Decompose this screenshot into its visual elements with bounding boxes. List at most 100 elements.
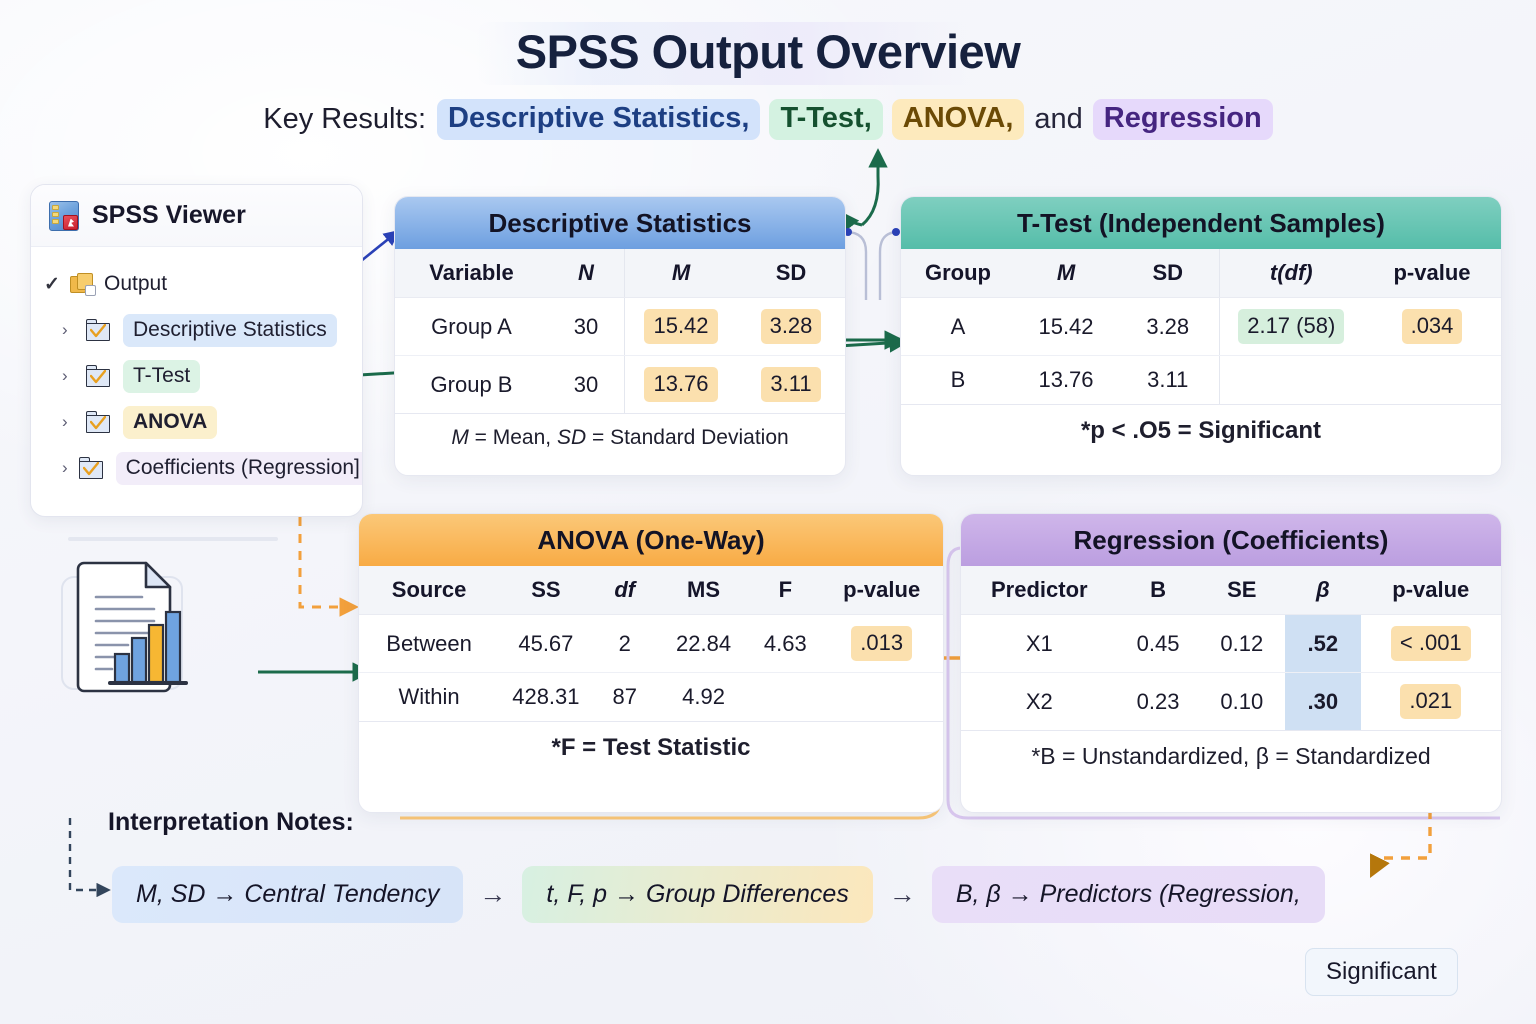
flow-step-1: M, SD → Central Tendency bbox=[112, 866, 464, 923]
anova-card: ANOVA (One-Way) Source SS df MS F p-valu… bbox=[358, 513, 944, 813]
header-block: SPSS Output Overview Key Results: Descri… bbox=[0, 22, 1536, 140]
regression-table: Predictor B SE β p-value X1 0.45 0.12 .5… bbox=[961, 566, 1501, 731]
wire-up-to-ttest-pill bbox=[860, 148, 888, 227]
wire-interpretation-entry bbox=[68, 818, 111, 898]
cell-ms: 4.92 bbox=[656, 672, 751, 722]
flow-arrow-icon: → bbox=[888, 879, 916, 909]
cell-n: 30 bbox=[548, 355, 625, 414]
cell-variable: Group B bbox=[395, 355, 548, 414]
chevron-right-icon: › bbox=[62, 320, 68, 339]
tree-node-output[interactable]: ✓ Output bbox=[31, 261, 362, 307]
table-row: X1 0.45 0.12 .52 < .001 bbox=[961, 614, 1501, 673]
table-header-row: Variable N M SD bbox=[395, 249, 845, 298]
table-row: Between 45.67 2 22.84 4.63 .013 bbox=[359, 614, 943, 673]
cell-p bbox=[1363, 355, 1501, 405]
cell-df: 87 bbox=[592, 672, 657, 722]
sidebar-divider bbox=[68, 537, 278, 541]
chevron-down-icon: ✓ bbox=[44, 273, 60, 295]
sidebar-item-label: Coefficients (Regression] bbox=[115, 451, 362, 485]
checkbox-folder-icon bbox=[86, 318, 112, 342]
cell-sd: 3.28 bbox=[737, 297, 845, 356]
descriptive-statistics-card: Descriptive Statistics Variable N M SD G… bbox=[394, 196, 846, 476]
col-predictor: Predictor bbox=[961, 566, 1118, 615]
output-folder-icon bbox=[70, 273, 96, 296]
cell-sd-value: 3.11 bbox=[761, 367, 821, 402]
chevron-right-icon: › bbox=[62, 366, 68, 385]
cell-m: 15.42 bbox=[1015, 297, 1117, 356]
cell-p: .034 bbox=[1363, 297, 1501, 356]
sidebar-item-label: Descriptive Statistics bbox=[123, 313, 337, 347]
sidebar-item-coefficients-regression[interactable]: › Coefficients (Regression] bbox=[31, 445, 362, 491]
interpretation-notes-title: Interpretation Notes: bbox=[108, 808, 354, 836]
cell-m: 15.42 bbox=[624, 297, 737, 356]
significant-badge: Significant bbox=[1305, 948, 1458, 996]
cell-sd: 3.11 bbox=[1117, 355, 1219, 405]
ttest-card: T-Test (Independent Samples) Group M SD … bbox=[900, 196, 1502, 476]
sidebar-item-label: T-Test bbox=[123, 359, 201, 393]
pill-descriptive: Descriptive Statistics, bbox=[437, 99, 761, 140]
interpretation-flow: M, SD → Central Tendency → t, F, p → Gro… bbox=[112, 866, 1325, 923]
flow-step-2: t, F, p → Group Differences bbox=[522, 866, 873, 923]
regression-footnote: *B = Unstandardized, β = Standardized bbox=[1031, 743, 1431, 769]
descriptive-footnote: M = Mean, SD = Standard Deviation bbox=[395, 414, 845, 450]
cell-se: 0.12 bbox=[1198, 614, 1285, 673]
subtitle-conjunction: and bbox=[1034, 103, 1083, 135]
cell-group: A bbox=[901, 297, 1015, 356]
table-row: X2 0.23 0.10 .30 .021 bbox=[961, 672, 1501, 731]
spss-app-icon bbox=[49, 200, 79, 231]
cell-p: .021 bbox=[1360, 672, 1501, 731]
cell-p: .013 bbox=[820, 614, 943, 673]
sidebar-item-t-test[interactable]: › T-Test bbox=[31, 353, 362, 399]
cell-variable: Group A bbox=[395, 297, 548, 356]
chevron-right-icon: › bbox=[62, 458, 68, 477]
cell-ss: 45.67 bbox=[499, 614, 593, 673]
sidebar-item-anova[interactable]: › ANOVA bbox=[31, 399, 362, 445]
spss-viewer-header: SPSS Viewer bbox=[31, 185, 362, 247]
cell-t-df: 2.17 (58) bbox=[1218, 297, 1363, 356]
subtitle: Key Results: Descriptive Statistics, T-T… bbox=[0, 99, 1536, 140]
cell-predictor: X1 bbox=[961, 614, 1118, 673]
descriptive-card-title: Descriptive Statistics bbox=[395, 197, 845, 249]
cell-predictor: X2 bbox=[961, 672, 1118, 731]
cell-beta: .52 bbox=[1284, 614, 1361, 673]
cell-sd: 3.28 bbox=[1117, 297, 1219, 356]
cell-p-value: < .001 bbox=[1390, 626, 1471, 661]
col-beta: β bbox=[1284, 566, 1361, 615]
col-ms: MS bbox=[656, 566, 751, 615]
col-ss: SS bbox=[499, 566, 593, 615]
col-df: df bbox=[592, 566, 657, 615]
cell-t-value: 2.17 (58) bbox=[1238, 309, 1345, 344]
cell-t-df bbox=[1218, 355, 1363, 405]
sidebar-item-label: ANOVA bbox=[123, 405, 218, 439]
col-source: Source bbox=[359, 566, 500, 615]
table-header-row: Predictor B SE β p-value bbox=[961, 566, 1501, 615]
col-n: N bbox=[548, 249, 625, 298]
table-row: B 13.76 3.11 bbox=[901, 355, 1501, 405]
col-t-df: t(df) bbox=[1218, 249, 1363, 298]
col-m: M bbox=[1015, 249, 1117, 298]
checkbox-folder-icon bbox=[86, 410, 112, 434]
anova-table: Source SS df MS F p-value Between 45.67 … bbox=[359, 566, 943, 722]
table-header-row: Source SS df MS F p-value bbox=[359, 566, 943, 615]
footnote-sd-text: = Standard Deviation bbox=[586, 426, 789, 449]
cell-df: 2 bbox=[592, 614, 657, 673]
cell-se: 0.10 bbox=[1198, 672, 1285, 731]
cell-p-value: .034 bbox=[1401, 309, 1463, 344]
cell-sd-value: 3.28 bbox=[760, 309, 822, 344]
anova-card-title: ANOVA (One-Way) bbox=[359, 514, 943, 566]
cell-beta: .30 bbox=[1284, 672, 1361, 731]
table-header-row: Group M SD t(df) p-value bbox=[901, 249, 1501, 298]
output-tree: ✓ Output › Descriptive Statistics › T-Te… bbox=[31, 247, 362, 491]
col-f: F bbox=[750, 566, 821, 615]
tree-node-output-label: Output bbox=[104, 272, 168, 295]
ttest-table: Group M SD t(df) p-value A 15.42 3.28 2.… bbox=[901, 249, 1501, 405]
footnote-m-text: = Mean, bbox=[468, 426, 557, 449]
anova-footnote: *F = Test Statistic bbox=[551, 734, 751, 761]
cell-f: 4.63 bbox=[750, 614, 821, 673]
spss-viewer-title: SPSS Viewer bbox=[92, 201, 246, 229]
flow-step-3: B, β → Predictors (Regression, bbox=[931, 866, 1325, 923]
sidebar-item-descriptive-statistics[interactable]: › Descriptive Statistics bbox=[31, 307, 362, 353]
flow-arrow-icon: → bbox=[479, 879, 507, 909]
col-m: M bbox=[624, 249, 737, 298]
wire-dot-right bbox=[892, 228, 900, 236]
